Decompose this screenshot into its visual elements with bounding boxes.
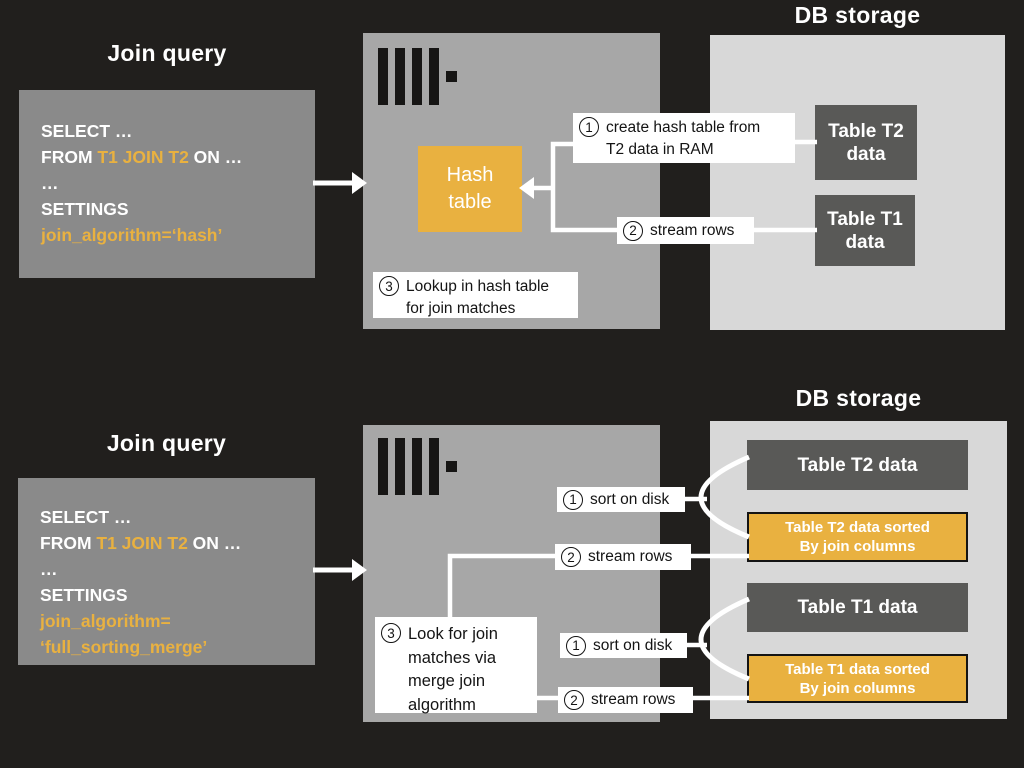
step-text: matches via [408, 648, 497, 667]
sorted-label: By join columns [799, 679, 916, 697]
table-label: Table T1 [827, 208, 903, 230]
logo-bar [378, 48, 388, 105]
sql-text: SELECT … [41, 121, 133, 141]
step2-stream-rows-label: 2 stream rows [617, 217, 754, 244]
arrow-query-to-server-top [313, 172, 367, 194]
sql-highlight: ‘full_sorting_merge’ [40, 637, 208, 657]
sql-highlight: join_algorithm=‘hash’ [41, 225, 223, 245]
step-text: create hash table from [606, 119, 761, 136]
table-t2-data-box: Table T2 data [815, 105, 917, 180]
sql-line: SELECT … [40, 504, 293, 530]
hash-join-query-box: SELECT … FROM T1 JOIN T2 ON … … SETTINGS… [19, 90, 315, 278]
sql-line: … [40, 556, 293, 582]
sql-line: SETTINGS [41, 196, 293, 222]
table-label: Table T2 data [797, 454, 918, 476]
table-label: Table T1 data [797, 597, 918, 618]
table-t1-data-box: Table T1 data [747, 583, 968, 632]
sql-text: … [41, 173, 59, 193]
step-text: stream rows [650, 221, 735, 239]
hash-table-box: Hash table [418, 146, 522, 232]
clickhouse-logo-icon [378, 438, 457, 495]
hash-join-query-title: Join query [107, 40, 227, 66]
table-t1-sorted-box: Table T1 data sorted By join columns [747, 654, 968, 703]
sql-line: join_algorithm= [40, 608, 293, 634]
sql-line: … [41, 170, 293, 196]
step-text: algorithm [408, 695, 476, 714]
table-label: data [845, 231, 885, 253]
step3-lookup-label: 3 Lookup in hash table for join matches [373, 272, 578, 318]
table-t1-data-box: Table T1 data [815, 195, 915, 266]
logo-dot [446, 461, 457, 472]
arrow-query-to-server-bottom [313, 559, 367, 581]
sql-text: ON … [188, 147, 243, 167]
sql-highlight: T1 JOIN T2 [97, 147, 189, 167]
merge-join-db-storage-box: Table T2 data Table T2 data sorted By jo… [710, 421, 1007, 719]
sql-text: SELECT … [40, 507, 132, 527]
step2-stream-rows-t1-label: 2 stream rows [558, 687, 693, 713]
logo-bar [412, 48, 422, 105]
merge-join-db-storage-title: DB storage [795, 385, 922, 411]
sql-highlight: join_algorithm= [40, 611, 171, 631]
table-t2-sorted-box: Table T2 data sorted By join columns [747, 512, 968, 562]
table-label: data [846, 143, 886, 165]
step-text: stream rows [591, 691, 676, 708]
step-number-badge: 2 [564, 690, 584, 710]
logo-bar [395, 48, 405, 105]
step-text: T2 data in RAM [606, 141, 714, 158]
hash-join-db-storage-box: Table T2 data Table T1 data [710, 35, 1005, 330]
hash-table-label: Hash [446, 164, 494, 186]
step-text: merge join [408, 672, 486, 690]
logo-bar [429, 48, 439, 105]
hash-join-db-storage-title: DB storage [794, 2, 921, 28]
sql-text: FROM [41, 147, 98, 167]
step-number-badge: 3 [379, 276, 399, 296]
sql-line: SELECT … [41, 118, 293, 144]
merge-join-query-title: Join query [106, 430, 227, 456]
step-number-badge: 1 [563, 489, 583, 510]
sql-text: SETTINGS [41, 199, 129, 219]
step-number-badge: 1 [566, 635, 586, 656]
sorted-label: Table T2 data sorted [785, 519, 930, 536]
step-number-badge: 2 [561, 547, 581, 567]
sql-line: join_algorithm=‘hash’ [41, 222, 293, 248]
sql-text: FROM [40, 533, 97, 553]
table-label: Table T2 [828, 120, 904, 142]
sql-line: ‘full_sorting_merge’ [40, 634, 293, 660]
logo-bar [395, 438, 405, 495]
step2-stream-rows-t2-label: 2 stream rows [555, 544, 691, 570]
step-text: stream rows [588, 548, 673, 565]
step1-sort-on-disk-t2-label: 1 sort on disk [557, 487, 685, 512]
table-t2-data-box: Table T2 data [747, 440, 968, 490]
logo-dot [446, 71, 457, 82]
clickhouse-logo-icon [378, 48, 457, 105]
sql-text: SETTINGS [40, 585, 128, 605]
step1-sort-on-disk-t1-label: 1 sort on disk [560, 633, 687, 658]
merge-join-query-box: SELECT … FROM T1 JOIN T2 ON … … SETTINGS… [18, 478, 315, 665]
step-number-badge: 2 [623, 220, 643, 241]
sorted-label: Table T1 data sorted [785, 660, 930, 678]
step-number-badge: 3 [381, 623, 401, 643]
sql-line: FROM T1 JOIN T2 ON … [41, 144, 293, 170]
logo-bar [429, 438, 439, 495]
step-number-badge: 1 [579, 117, 599, 137]
step-text: sort on disk [593, 636, 673, 654]
logo-bar [378, 438, 388, 495]
step-text: sort on disk [590, 490, 670, 508]
sorted-label: By join columns [799, 538, 916, 555]
hash-table-label: table [448, 191, 492, 213]
sql-line: FROM T1 JOIN T2 ON … [40, 530, 293, 556]
step-text: Look for join [408, 625, 498, 643]
sql-text: ON … [187, 533, 242, 553]
step-text: for join matches [406, 300, 516, 317]
step-text: Lookup in hash table [406, 278, 550, 295]
sql-highlight: T1 JOIN T2 [96, 533, 188, 553]
sql-line: SETTINGS [40, 582, 293, 608]
step3-merge-join-label: 3 Look for join matches via merge join a… [375, 617, 537, 714]
sql-text: … [40, 559, 58, 579]
step1-create-hash-table-label: 1 create hash table from T2 data in RAM [573, 113, 795, 163]
logo-bar [412, 438, 422, 495]
